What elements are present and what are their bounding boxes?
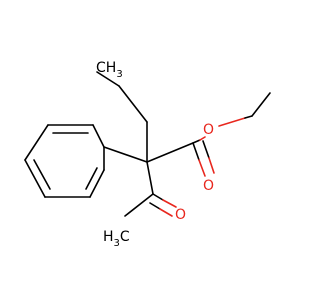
bond-ketone-c-ch3 [124,193,154,217]
atom-label-ester-carbonyl-oxygen: O [203,178,214,194]
bond-ch3-ch2 [96,71,120,87]
bond-ethyl-ch2-ch3 [251,92,271,117]
ring-inner-bond-b [33,159,51,190]
ring-bond-1 [92,124,105,148]
bond-ketone-co-1 [152,193,164,201]
ring-bond-6 [89,169,105,198]
bond-ketone-co-2-red [159,208,173,217]
bond-ester-co-2-red [208,157,215,174]
atom-label-ch3-top: CH3 [96,60,123,80]
ring-inner-bond-c [85,167,98,190]
structure-canvas: CH3 O O O H3C [24,60,271,249]
bond-ester-co-2 [202,140,210,159]
bond-ketone-co-2 [149,202,161,210]
atom-label-ketone-oxygen: O [175,207,186,223]
atom-label-ester-oxygen: O [203,122,214,138]
bond-ester-c-o-red [199,136,206,141]
ring-bond-4 [24,159,46,198]
bond-ch2-ch2 [118,85,148,123]
bond-ketone-co-1-red [162,199,177,208]
ring-bond-3 [24,124,49,161]
bond-ester-c-o-black [192,139,201,144]
bond-ester-co-1 [192,142,200,161]
phenyl-ring [24,124,148,198]
bond-ipso-quaternary [103,146,148,163]
molecule-diagram: CH3 O O O H3C [24,60,271,249]
bond-ester-co-1-red [198,159,206,177]
bond-quaternary-ketone-c [146,161,154,195]
bond-ester-ch2-black [244,115,253,119]
bond-ester-o-ch2 [218,117,246,127]
atom-label-ch3-left: H3C [103,229,130,249]
bond-quaternary-ester-c [146,142,194,163]
